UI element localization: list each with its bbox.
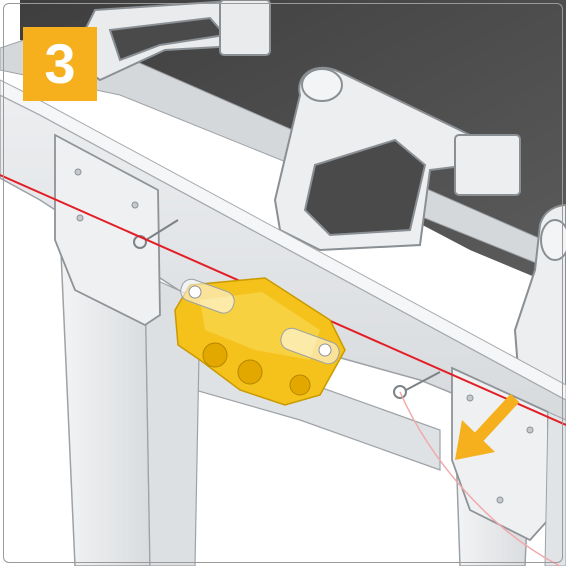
idler-frame-1 [68,0,272,82]
idler-frame-3 [513,203,566,402]
step-number-badge: 3 [23,27,97,101]
pull-wire-switch [174,277,346,406]
right-edge-pillar [544,411,566,566]
left-bracket-plate [54,133,161,327]
idler-frame-2 [273,66,521,252]
arrow-down-left-icon [455,393,520,460]
pull-wire-slack [399,391,561,566]
wire-guide-right [393,371,441,399]
